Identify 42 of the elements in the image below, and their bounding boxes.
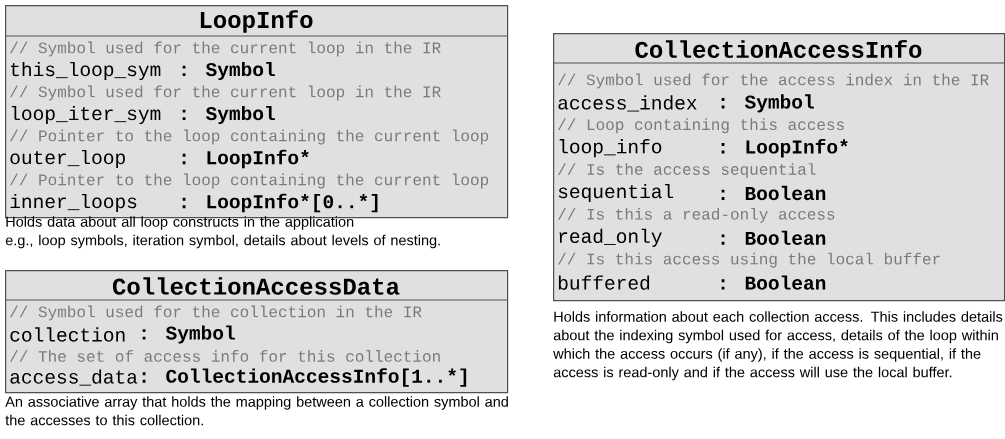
description: e.g., loop symbols, iteration symbol, details about levels of nesting. xyxy=(5,234,440,249)
attribute-type: : CollectionAccessInfo[1..*] xyxy=(142,368,467,387)
comment: // Symbol used for the access index in the IR xyxy=(558,73,989,89)
attribute-type: : Boolean xyxy=(721,230,826,245)
comment: // Pointer to the loop containing the current loop xyxy=(10,129,489,145)
comment: // Is the access sequential xyxy=(558,163,816,179)
attribute-name: loop_iter_sym xyxy=(11,105,161,125)
attribute-name: access_index xyxy=(558,95,697,112)
comment: // Pointer to the loop containing the current loop xyxy=(10,173,489,189)
attribute-type: : Boolean xyxy=(721,185,826,201)
attribute-name: buffered xyxy=(558,275,650,290)
attribute-type: : LoopInfo*[0..*] xyxy=(182,193,378,213)
description: Holds information about each collection access. This includes details about the indexing symbol used for access, details of the loop within which the access occurs (if any), if the access is sequential, if the access is read-only and if the access will use the local buffer. xyxy=(553,311,1003,381)
comment: // Symbol used for the current loop in the IR xyxy=(10,41,441,57)
attribute-type: : Symbol xyxy=(182,105,275,125)
attribute-name: collection xyxy=(10,327,125,342)
description: An associative array that holds the mapping between a collection symbol and the accesses to this collection. xyxy=(5,396,508,426)
attribute-name: access_data xyxy=(10,369,138,386)
class-name: CollectionAccessInfo xyxy=(635,40,922,58)
class-box xyxy=(4,270,509,394)
comment: // Symbol used for the current loop in the IR xyxy=(10,85,441,101)
description: Holds data about all loop constructs in the application xyxy=(6,216,354,230)
attribute-name: loop_info xyxy=(559,139,662,158)
attribute-name: sequential xyxy=(558,183,674,203)
attribute-type: : Symbol xyxy=(721,94,814,113)
attribute-type: : LoopInfo* xyxy=(182,149,309,169)
attribute-type: : LoopInfo* xyxy=(721,138,848,158)
comment: // Is this access using the local buffer xyxy=(558,252,940,268)
class-name: CollectionAccessData xyxy=(112,277,400,295)
attribute-type: : Symbol xyxy=(142,325,235,344)
attribute-name: outer_loop xyxy=(10,149,125,169)
comment: // Symbol used for the collection in the IR xyxy=(10,305,422,321)
attribute-type: : Symbol xyxy=(182,61,275,81)
comment: // The set of access info for this collection xyxy=(10,350,440,362)
comment: // Loop containing this access xyxy=(558,118,844,134)
class-name: LoopInfo xyxy=(200,10,313,33)
attribute-name: inner_loops xyxy=(10,193,137,213)
attribute-name: read_only xyxy=(559,228,662,247)
class-box xyxy=(552,33,1005,302)
attribute-name: this_loop_sym xyxy=(11,61,161,81)
attribute-type: : Boolean xyxy=(721,275,826,290)
comment: // Is this a read-only access xyxy=(558,207,835,223)
